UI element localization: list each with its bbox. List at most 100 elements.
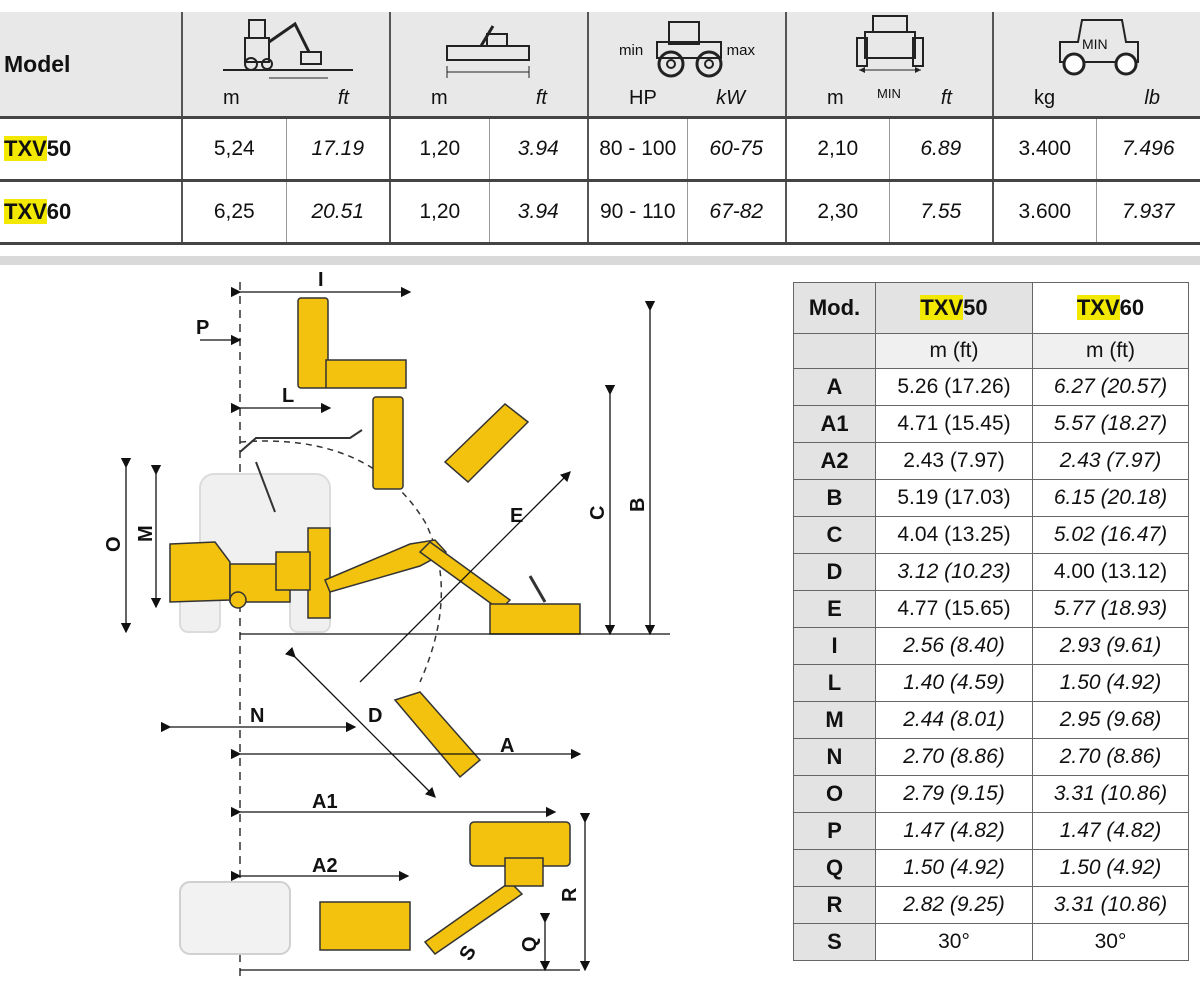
cell-letter: E (793, 590, 876, 628)
cell-txv60: 5.77 (18.93) (1032, 590, 1189, 628)
cell-txv50: 30° (875, 923, 1033, 961)
cell-letter: B (793, 479, 876, 517)
cell-txv60: 2.93 (9.61) (1032, 627, 1189, 665)
label-B: B (627, 498, 649, 512)
mower-main-unit (169, 527, 331, 619)
cell-width-ft: 3.94 (488, 116, 588, 181)
label-N: N (250, 705, 264, 727)
label-O: O (103, 536, 125, 552)
cell-letter: O (793, 775, 876, 813)
cell-txv50: 1.40 (4.59) (875, 664, 1033, 702)
cell-power-kw: 60-75 (686, 116, 786, 181)
cell-txv50: 5.26 (17.26) (875, 368, 1033, 406)
cell-letter: S (793, 923, 876, 961)
tractor-power-icon (589, 12, 785, 82)
model-header-txv60: TXV60 (1032, 282, 1189, 334)
cell-txv60: 5.02 (16.47) (1032, 516, 1189, 554)
cell-power-hp: 80 - 100 (587, 116, 687, 181)
cell-letter: I (793, 627, 876, 665)
cell-txv50: 2.43 (7.97) (875, 442, 1033, 480)
label-S: S (455, 942, 481, 965)
label-A: A (500, 735, 514, 757)
cell-txv50: 1.50 (4.92) (875, 849, 1033, 887)
label-D: D (368, 705, 382, 727)
model-header-txv50: TXV50 (875, 282, 1033, 334)
cell-txv50: 4.04 (13.25) (875, 516, 1033, 554)
label-P: P (196, 317, 209, 339)
spec-col-track: MIN m ft (785, 12, 993, 118)
cell-weight-lb: 7.937 (1095, 179, 1200, 245)
cell-letter: D (793, 553, 876, 591)
cell-txv50: 2.79 (9.15) (875, 775, 1033, 813)
cell-txv60: 30° (1032, 923, 1189, 961)
cell-txv60: 4.00 (13.12) (1032, 553, 1189, 591)
cell-txv50: 1.47 (4.82) (875, 812, 1033, 850)
cell-letter: M (793, 701, 876, 739)
dimension-header-row: Mod. TXV50 TXV60 (793, 282, 1189, 334)
cell-txv50: 2.56 (8.40) (875, 627, 1033, 665)
cell-txv60: 2.43 (7.97) (1032, 442, 1189, 480)
cell-weight-kg: 3.400 (992, 116, 1096, 181)
cell-weight-lb: 7.496 (1095, 116, 1200, 181)
label-A2: A2 (312, 855, 338, 877)
mower-arm-working (324, 539, 581, 635)
min-track-icon (787, 12, 992, 82)
cell-track-ft: 6.89 (888, 116, 993, 181)
label-R: R (559, 887, 581, 902)
min-tractor-weight-icon (994, 12, 1200, 82)
cell-reach-ft: 17.19 (285, 116, 390, 181)
cell-width-m: 1,20 (389, 116, 489, 181)
spec-row-txv60: TXV60 6,25 20.51 1,20 3.94 90 - 110 67-8… (0, 179, 1200, 245)
cell-txv50: 4.77 (15.65) (875, 590, 1033, 628)
cell-txv60: 2.70 (8.86) (1032, 738, 1189, 776)
cell-txv60: 1.47 (4.82) (1032, 812, 1189, 850)
cell-txv50: 2.82 (9.25) (875, 886, 1033, 924)
spec-header-row: Model m ft (0, 12, 1200, 118)
model-name: TXV50 (0, 116, 182, 181)
cell-letter: A1 (793, 405, 876, 443)
cell-reach-m: 6,25 (181, 179, 286, 245)
cell-txv50: 5.19 (17.03) (875, 479, 1033, 517)
cell-width-m: 1,20 (389, 179, 489, 245)
spec-table: Model m ft (0, 12, 1200, 245)
cell-letter: R (793, 886, 876, 924)
label-C: C (587, 506, 609, 520)
cell-txv60: 5.57 (18.27) (1032, 405, 1189, 443)
cell-txv60: 6.15 (20.18) (1032, 479, 1189, 517)
reach-icon (183, 12, 389, 82)
cell-txv60: 1.50 (4.92) (1032, 664, 1189, 702)
cell-txv60: 1.50 (4.92) (1032, 849, 1189, 887)
cell-txv50: 2.70 (8.86) (875, 738, 1033, 776)
cell-letter: A2 (793, 442, 876, 480)
unit-txv50: m (ft) (875, 333, 1033, 369)
cell-letter: L (793, 664, 876, 702)
label-I: I (318, 269, 324, 291)
cell-power-hp: 90 - 110 (587, 179, 687, 245)
dimension-diagram: I P L O M E C B N D A A1 A2 R Q S (103, 269, 670, 977)
spec-col-reach: m ft (181, 12, 390, 118)
mower-head-raised-top (297, 297, 407, 389)
cell-track-ft: 7.55 (888, 179, 993, 245)
cell-letter: A (793, 368, 876, 406)
label-L: L (282, 385, 294, 407)
cell-width-ft: 3.94 (488, 179, 588, 245)
spec-col-power: min max HP kW (587, 12, 786, 118)
mod-header: Mod. (793, 282, 876, 334)
model-name: TXV60 (0, 179, 182, 245)
spec-col-width: m ft (389, 12, 588, 118)
cell-letter: C (793, 516, 876, 554)
